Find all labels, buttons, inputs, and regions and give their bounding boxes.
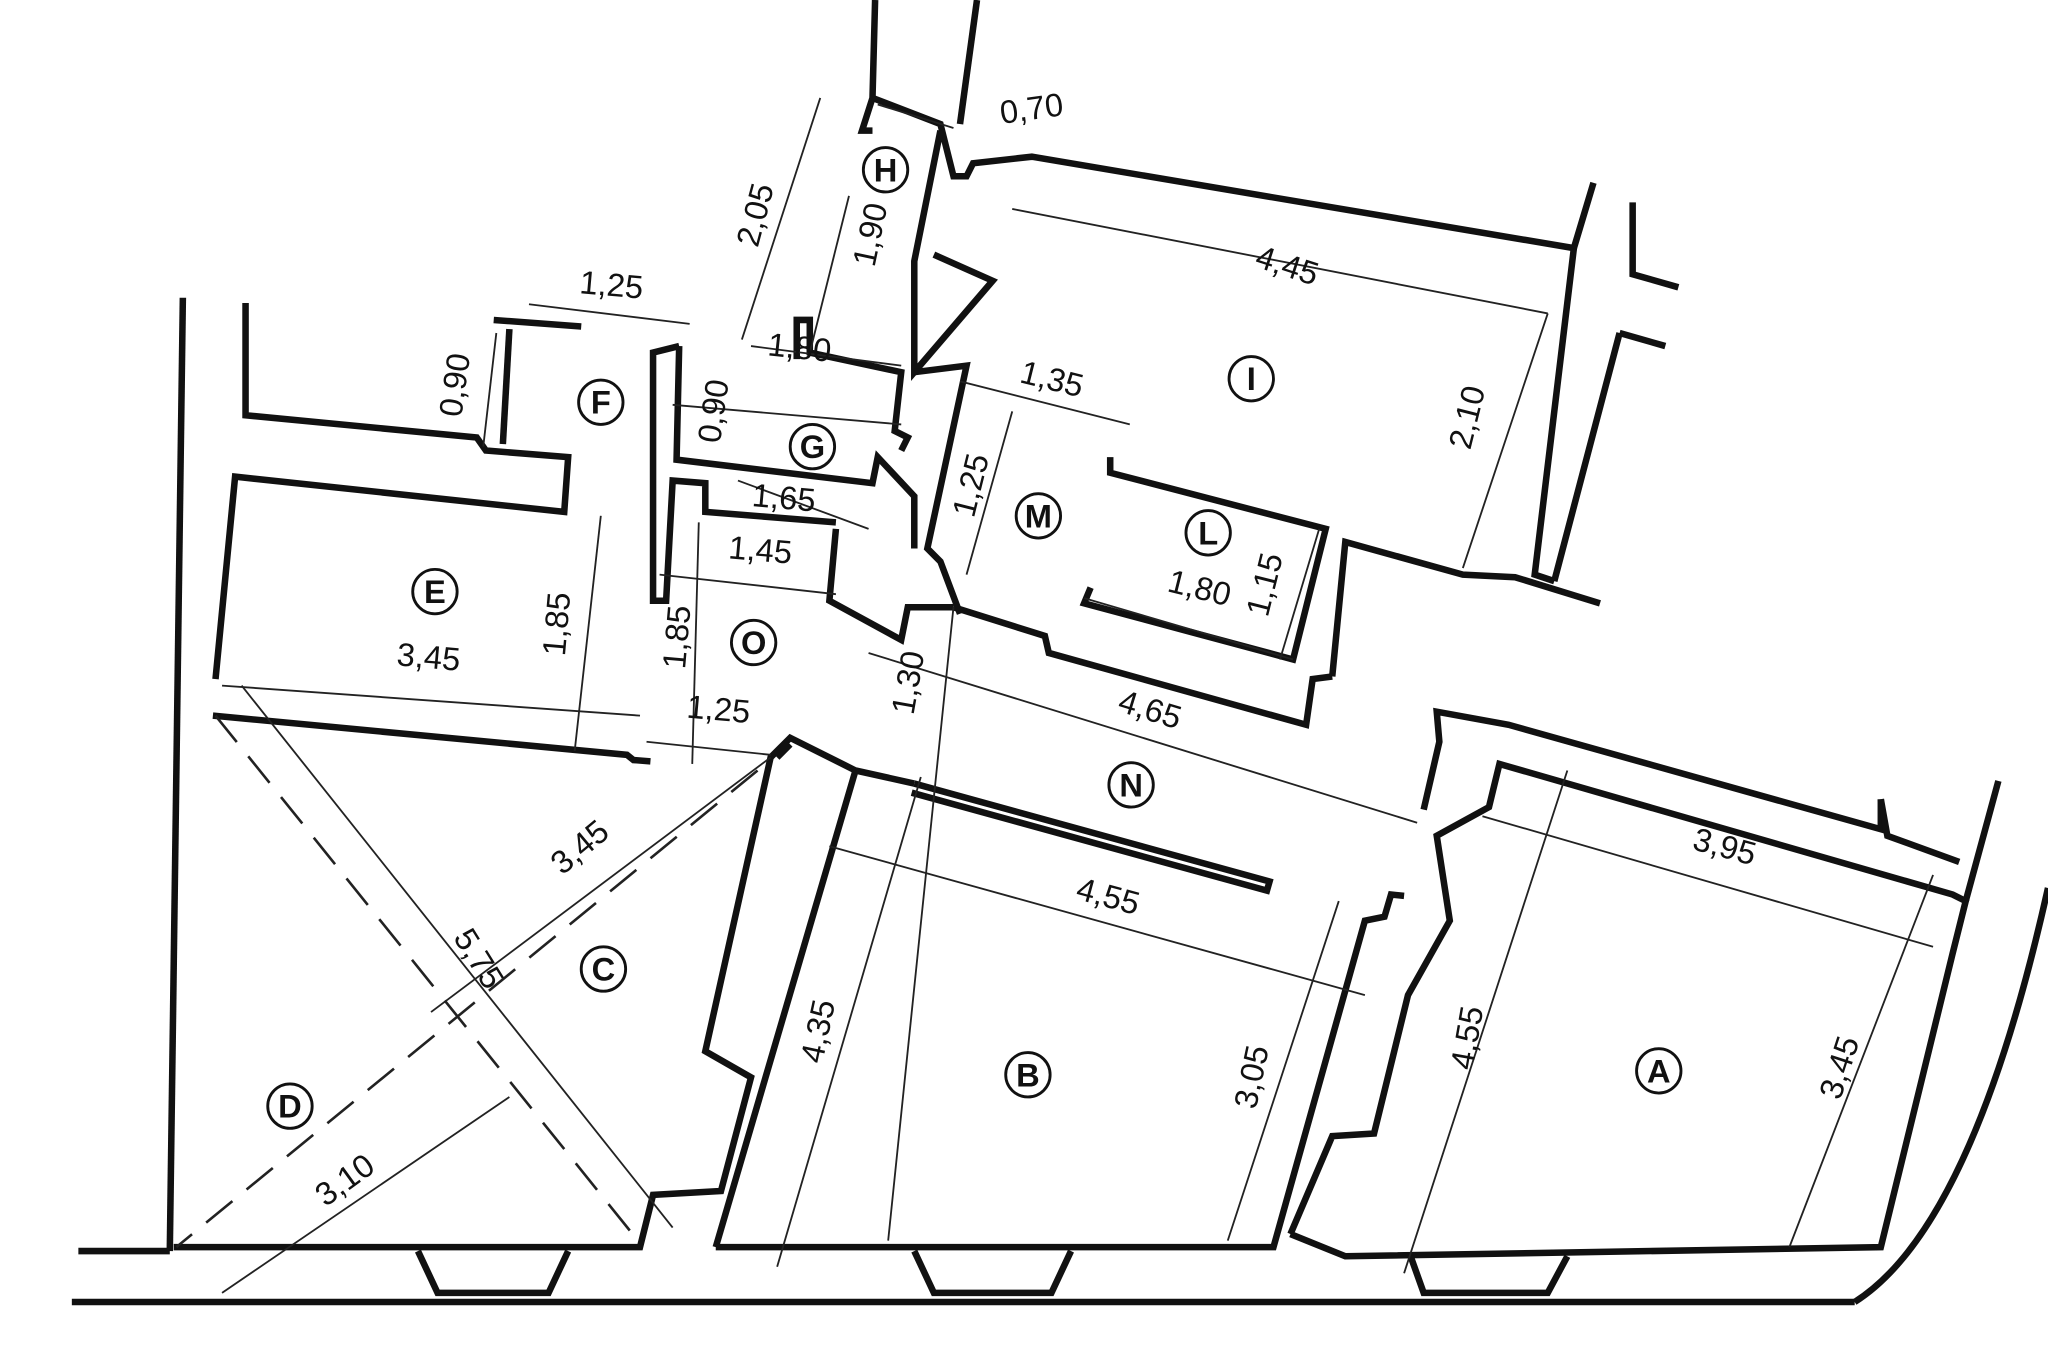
- room-h-label: H: [861, 146, 910, 194]
- dim-b-left: 4,35: [793, 996, 842, 1066]
- dim-cd-diagonal: 5,75: [447, 922, 512, 995]
- dim-h-width: 0,70: [997, 85, 1065, 130]
- room-l-label: L: [1184, 509, 1232, 557]
- dim-a-width: 3,95: [1689, 820, 1760, 872]
- dim-d-diagonal: 3,10: [308, 1146, 381, 1213]
- dim-f-depth: 0,90: [432, 351, 477, 419]
- room-letter: L: [1198, 514, 1218, 551]
- room-letter: A: [1647, 1052, 1671, 1089]
- room-letter: O: [741, 624, 766, 661]
- dim-b-width: 4,55: [1073, 870, 1144, 922]
- room-letter: B: [1016, 1056, 1040, 1093]
- room-letter: D: [278, 1088, 302, 1125]
- room-letter: F: [591, 384, 611, 421]
- room-letter: E: [424, 573, 446, 610]
- room-letter: N: [1119, 766, 1143, 803]
- dim-e-width: 3,45: [395, 635, 462, 677]
- room-letter: I: [1247, 360, 1256, 397]
- dim-o-bottom: 1,25: [685, 688, 752, 730]
- room-b-label: B: [1004, 1051, 1052, 1099]
- room-letter: G: [800, 428, 825, 465]
- room-m-label: M: [1014, 492, 1063, 540]
- dim-a-left: 4,55: [1443, 1003, 1490, 1072]
- dim-o-top: 1,45: [727, 528, 794, 570]
- room-d-label: D: [266, 1082, 314, 1130]
- dim-m-depth: 1,25: [945, 450, 996, 521]
- dim-l-width: 1,80: [1164, 562, 1235, 613]
- dim-c-diagonal: 3,45: [543, 812, 615, 881]
- room-f-label: F: [577, 378, 625, 426]
- room-a-label: A: [1635, 1047, 1683, 1095]
- dim-h-inner: 1,90: [845, 200, 894, 270]
- dim-o-depth: 1,85: [655, 604, 697, 671]
- room-i-label: I: [1227, 355, 1275, 403]
- dim-i-depth: 2,10: [1441, 382, 1492, 453]
- room-n-label: N: [1107, 761, 1155, 809]
- room-letter: H: [874, 151, 898, 188]
- walls: [71, 0, 2048, 1306]
- dim-e-depth: 1,85: [535, 591, 577, 658]
- room-e-label: E: [411, 567, 459, 616]
- dim-a-right: 3,45: [1811, 1031, 1866, 1103]
- dimension-lines: [175, 97, 1934, 1294]
- room-o-label: O: [729, 618, 778, 667]
- dim-b-right: 3,05: [1226, 1042, 1275, 1112]
- room-g-label: G: [788, 422, 837, 471]
- dim-h-outer: 2,05: [729, 179, 781, 250]
- dim-i-length: 4,45: [1251, 238, 1323, 293]
- room-letter: C: [592, 950, 616, 987]
- dim-g-bottom: 1,65: [751, 476, 818, 518]
- dim-g-width: 1,80: [766, 325, 833, 368]
- dim-m-width: 1,35: [1017, 353, 1088, 404]
- dim-f-width: 1,25: [578, 263, 645, 305]
- room-c-label: C: [579, 945, 628, 993]
- dim-n-depth: 1,30: [884, 648, 931, 717]
- dim-l-depth: 1,15: [1239, 549, 1290, 620]
- room-letter: M: [1025, 497, 1052, 534]
- room-labels: A B C D E F G H I L M N O: [266, 146, 1683, 1130]
- dim-g-depth: 0,90: [690, 377, 735, 445]
